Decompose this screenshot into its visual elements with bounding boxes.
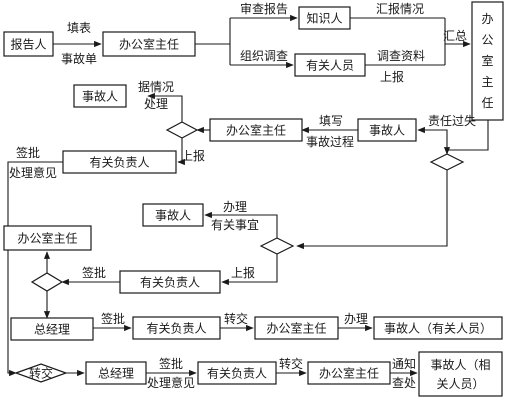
node-label-line: 关人员） <box>436 377 484 391</box>
node-accident-person-2: 事故人 <box>357 118 417 142</box>
node-label: 有关负责人 <box>146 322 206 336</box>
node-office-director-1: 办公室主任 <box>102 31 196 57</box>
edge-label: 上报 <box>231 265 255 280</box>
node-office-director-4: 办公室主任 <box>254 316 339 340</box>
decision-diamond-1 <box>165 121 199 139</box>
edge-label: 转交 <box>279 356 303 371</box>
node-label-char: 公 <box>481 33 493 47</box>
decision-diamond-transfer: 转交 <box>14 363 68 383</box>
node-label: 有关负责人 <box>89 156 149 170</box>
node-label: 有关负责人 <box>207 367 267 381</box>
node-label: 办公室主任 <box>119 37 179 52</box>
node-label-char: 主 <box>481 75 493 89</box>
node-office-director-3: 办公室主任 <box>3 225 92 251</box>
node-responsible-person-4: 有关负责人 <box>197 361 277 385</box>
node-label: 办公室主任 <box>17 231 77 246</box>
edge-label: 处理意见 <box>147 375 195 390</box>
edge-label: 有关事宜 <box>211 217 259 232</box>
node-office-director-2: 办公室主任 <box>209 118 303 142</box>
edge-label: 通知 <box>392 357 416 371</box>
arrow-to-responsible-1 <box>177 138 185 166</box>
node-accident-person-5: 事故人（相 关人员） <box>418 351 503 397</box>
node-accident-person-3: 事故人 <box>142 203 204 227</box>
arrow-to-accident-person-1 <box>147 92 183 122</box>
arrow-left-to-transfer <box>7 161 63 377</box>
decision-diamond-2 <box>259 237 295 255</box>
edge-label: 签批 <box>82 265 106 280</box>
node-accident-person-1: 事故人 <box>73 84 127 108</box>
arrow-to-accident-person-3 <box>204 211 278 238</box>
node-general-manager-2: 总经理 <box>85 361 147 385</box>
edge-label: 事故单 <box>61 51 97 66</box>
node-reporter: 报告人 <box>3 31 54 57</box>
connectors <box>7 14 489 377</box>
node-label: 办公室主任 <box>266 321 326 336</box>
arrow-to-responsible-2 <box>221 254 278 286</box>
edge-label: 填表 <box>67 21 91 35</box>
node-related-personnel: 有关人员 <box>294 53 366 77</box>
diamond-label: 转交 <box>29 366 53 381</box>
edge-label: 汇总 <box>443 29 467 43</box>
decision-diamond-right <box>429 153 465 171</box>
edge-label: 签批 <box>101 311 125 326</box>
node-label: 事故人 <box>155 208 191 223</box>
node-responsible-person-1: 有关负责人 <box>62 150 177 174</box>
node-label-char: 室 <box>481 53 493 68</box>
node-label-line: 事故人（相 <box>430 357 490 372</box>
node-responsible-person-3: 有关负责人 <box>132 316 221 340</box>
node-label: 事故人（有关人员） <box>384 321 492 336</box>
edge-label: 汇报情况 <box>376 1 424 16</box>
edge-label: 签批 <box>159 356 183 371</box>
node-label: 总经理 <box>98 367 134 381</box>
edge-label: 办理 <box>344 311 368 326</box>
decision-diamond-3 <box>30 272 64 292</box>
edge-label: 上报 <box>181 148 205 163</box>
node-label: 有关负责人 <box>140 276 200 290</box>
edge-label: 处理意见 <box>9 165 57 180</box>
node-label: 报告人 <box>10 37 46 52</box>
arrow-to-diamond-2 <box>296 170 448 250</box>
node-label-char: 办 <box>481 11 493 26</box>
edge-label: 处理 <box>144 97 168 111</box>
node-label: 办公室主任 <box>319 366 379 381</box>
node-label: 办公室主任 <box>226 123 286 138</box>
node-responsible-person-2: 有关负责人 <box>119 270 221 294</box>
node-label-char: 任 <box>481 96 493 110</box>
edge-label: 办理 <box>223 199 247 214</box>
edge-label: 事故过程 <box>306 134 354 149</box>
edge-label: 签批 <box>16 145 40 160</box>
node-label: 知识人 <box>306 12 342 26</box>
node-office-director-right: 办 公 室 主 任 <box>471 1 504 121</box>
edge-label: 查处 <box>392 376 416 390</box>
node-insider: 知识人 <box>298 6 351 30</box>
edge-label: 组织调查 <box>240 49 288 63</box>
node-general-manager-1: 总经理 <box>10 317 94 341</box>
node-accident-person-4: 事故人（有关人员） <box>373 316 503 340</box>
edge-label: 调查资料 <box>377 49 425 63</box>
node-label: 事故人 <box>369 123 405 138</box>
edge-labels: 填表 事故单 审查报告 汇报情况 组织调查 调查资料 上报 汇总 据情况 处理 … <box>9 1 476 390</box>
edge-label: 转交 <box>224 311 248 326</box>
node-label: 事故人 <box>82 89 118 104</box>
node-label: 有关人员 <box>306 59 354 73</box>
node-label: 总经理 <box>34 323 70 337</box>
edge-label: 填写 <box>319 114 343 128</box>
edge-label: 据情况 <box>138 80 174 94</box>
edge-label: 上报 <box>380 69 404 84</box>
edge-label: 审查报告 <box>240 1 288 16</box>
arrow-diamond-to-accident-person-2 <box>417 126 448 154</box>
edge-label: 责任过失 <box>428 113 476 128</box>
node-office-director-5: 办公室主任 <box>307 361 391 385</box>
